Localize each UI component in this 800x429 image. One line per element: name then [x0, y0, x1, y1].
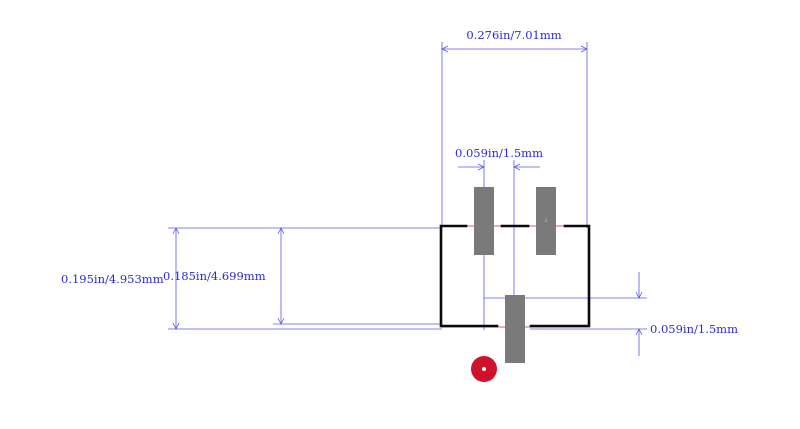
- body-height-label: 0.185in/4.699mm: [163, 269, 266, 283]
- pad-extension-dimension: 0.059in/1.5mm: [484, 272, 738, 356]
- pad-1: [474, 187, 494, 255]
- pads: 2: [474, 187, 556, 363]
- pad-3: [505, 295, 525, 363]
- pin1-marker-icon: [471, 356, 497, 382]
- overall-width-dimension: 0.276in/7.01mm: [441, 28, 588, 228]
- overall-width-label: 0.276in/7.01mm: [466, 28, 561, 42]
- body-height-dimension: 0.185in/4.699mm: [163, 227, 442, 325]
- pad-extension-label: 0.059in/1.5mm: [650, 322, 738, 336]
- pad-width-label: 0.059in/1.5mm: [455, 146, 543, 160]
- pad-2: [536, 187, 556, 255]
- pad-width-dimension: 0.059in/1.5mm: [455, 146, 543, 330]
- overall-height-label: 0.195in/4.953mm: [61, 272, 164, 286]
- overall-height-dimension: 0.195in/4.953mm: [61, 227, 442, 330]
- pad-2-label: 2: [545, 218, 548, 223]
